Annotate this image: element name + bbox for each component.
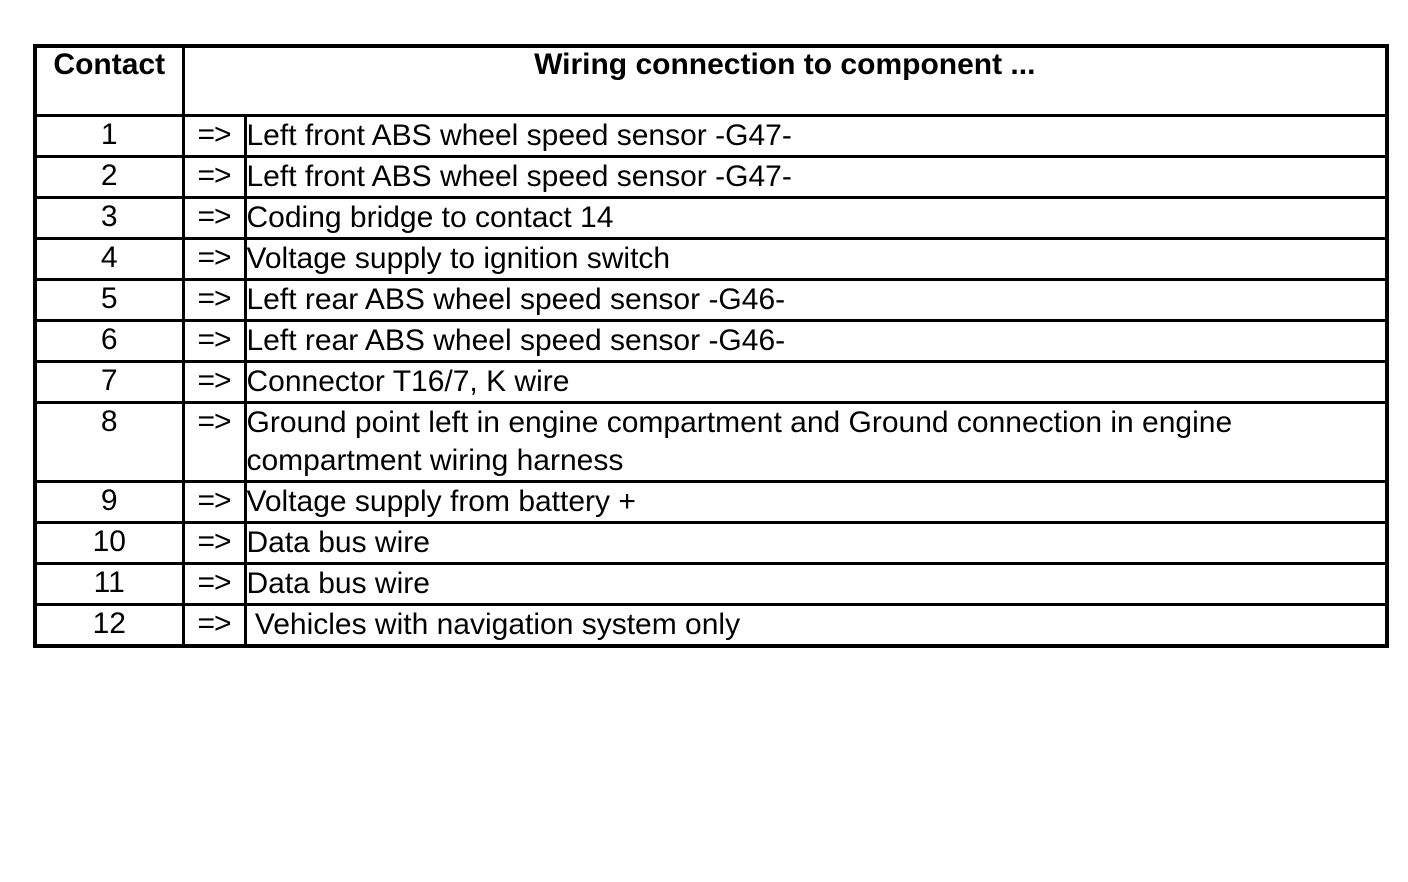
cell-wiring-description: Left front ABS wheel speed sensor -G47- <box>243 114 1389 158</box>
cell-wiring-description: Data bus wire <box>243 562 1389 606</box>
cell-arrow-symbol: => <box>181 319 247 363</box>
cell-contact-number: 8 <box>33 401 185 483</box>
cell-arrow-symbol: => <box>181 480 247 524</box>
cell-contact-number: 9 <box>33 480 185 524</box>
table-header: Contact Wiring connection to component .… <box>33 44 1389 117</box>
table-row: 3=>Coding bridge to contact 14 <box>33 196 1389 240</box>
cell-contact-number: 4 <box>33 237 185 281</box>
column-header-contact: Contact <box>33 44 185 117</box>
cell-arrow-symbol: => <box>181 114 247 158</box>
cell-wiring-description: Connector T16/7, K wire <box>243 360 1389 404</box>
table-row: 12=> Vehicles with navigation system onl… <box>33 603 1389 648</box>
cell-arrow-symbol: => <box>181 196 247 240</box>
cell-contact-number: 2 <box>33 155 185 199</box>
table-row: 7=>Connector T16/7, K wire <box>33 360 1389 404</box>
cell-contact-number: 3 <box>33 196 185 240</box>
column-header-description: Wiring connection to component ... <box>181 44 1389 117</box>
cell-wiring-description: Left rear ABS wheel speed sensor -G46- <box>243 319 1389 363</box>
cell-arrow-symbol: => <box>181 278 247 322</box>
cell-contact-number: 12 <box>33 603 185 648</box>
table-row: 4=>Voltage supply to ignition switch <box>33 237 1389 281</box>
wiring-table-container: Contact Wiring connection to component .… <box>33 44 1389 648</box>
cell-wiring-description: Data bus wire <box>243 521 1389 565</box>
table-row: 8=>Ground point left in engine compartme… <box>33 401 1389 483</box>
cell-contact-number: 11 <box>33 562 185 606</box>
table-row: 6=>Left rear ABS wheel speed sensor -G46… <box>33 319 1389 363</box>
cell-wiring-description: Left front ABS wheel speed sensor -G47- <box>243 155 1389 199</box>
cell-wiring-description: Left rear ABS wheel speed sensor -G46- <box>243 278 1389 322</box>
cell-arrow-symbol: => <box>181 237 247 281</box>
cell-contact-number: 5 <box>33 278 185 322</box>
cell-arrow-symbol: => <box>181 401 247 483</box>
cell-wiring-description: Coding bridge to contact 14 <box>243 196 1389 240</box>
cell-wiring-description: Voltage supply from battery + <box>243 480 1389 524</box>
cell-arrow-symbol: => <box>181 603 247 648</box>
table-row: 5=>Left rear ABS wheel speed sensor -G46… <box>33 278 1389 322</box>
cell-contact-number: 7 <box>33 360 185 404</box>
table-row: 2=>Left front ABS wheel speed sensor -G4… <box>33 155 1389 199</box>
cell-wiring-description: Ground point left in engine compartment … <box>243 401 1389 483</box>
wiring-connection-table: Contact Wiring connection to component .… <box>33 44 1389 648</box>
cell-contact-number: 6 <box>33 319 185 363</box>
cell-arrow-symbol: => <box>181 360 247 404</box>
table-row: 9=>Voltage supply from battery + <box>33 480 1389 524</box>
cell-wiring-description: Vehicles with navigation system only <box>243 603 1389 648</box>
table-row: 1=>Left front ABS wheel speed sensor -G4… <box>33 114 1389 158</box>
cell-contact-number: 1 <box>33 114 185 158</box>
cell-arrow-symbol: => <box>181 521 247 565</box>
cell-wiring-description: Voltage supply to ignition switch <box>243 237 1389 281</box>
table-row: 11=>Data bus wire <box>33 562 1389 606</box>
cell-contact-number: 10 <box>33 521 185 565</box>
cell-arrow-symbol: => <box>181 155 247 199</box>
cell-arrow-symbol: => <box>181 562 247 606</box>
table-header-row: Contact Wiring connection to component .… <box>33 44 1389 117</box>
table-row: 10=>Data bus wire <box>33 521 1389 565</box>
table-body: 1=>Left front ABS wheel speed sensor -G4… <box>33 114 1389 648</box>
